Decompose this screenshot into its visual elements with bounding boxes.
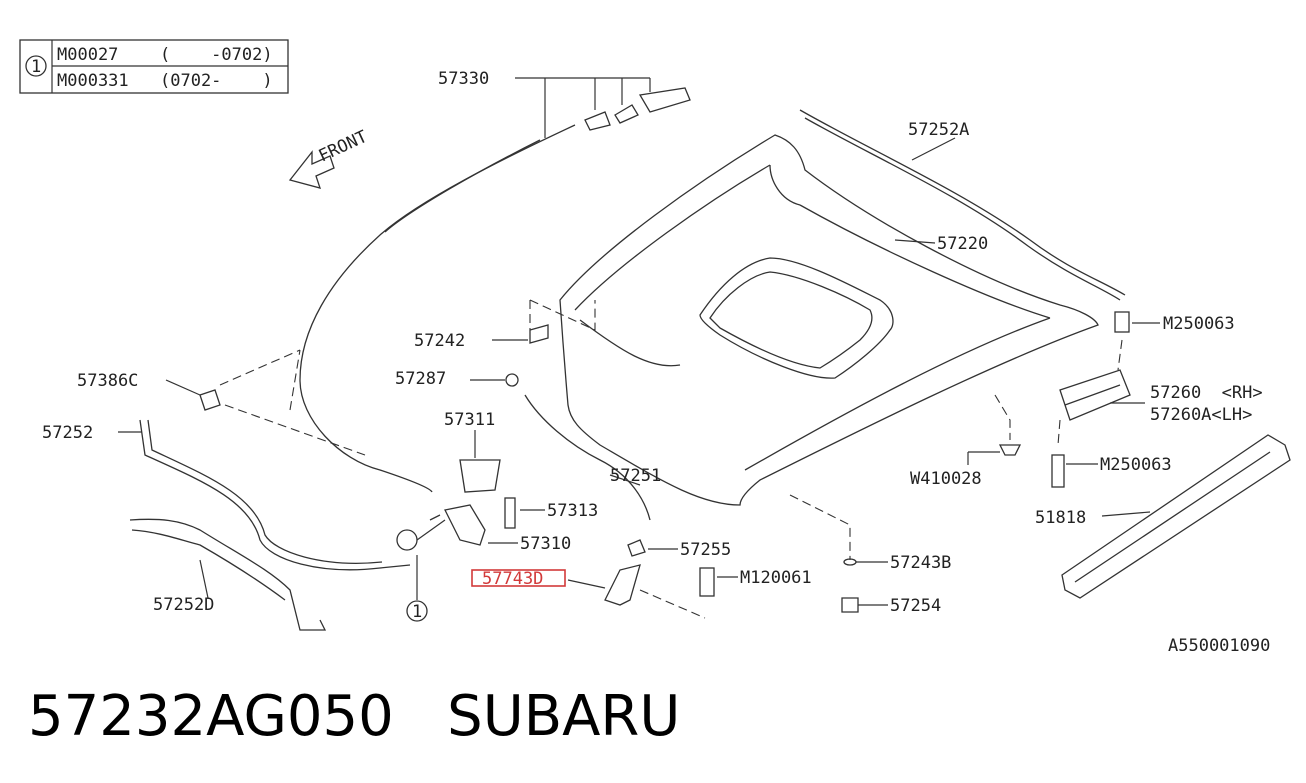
label-57287: 57287 [395, 369, 446, 389]
legend-marker: 1 [31, 57, 41, 77]
part-number: 57232AG050 [28, 684, 394, 749]
hood-panel [559, 134, 1099, 506]
cowl-seal-51818 [1061, 434, 1291, 599]
label-57260: 57260 <RH> [1150, 383, 1263, 403]
release-cable [299, 124, 576, 493]
legend-row-2-range: (0702- ) [160, 71, 273, 91]
label-57252d: 57252D [153, 595, 214, 615]
label-57252a: 57252A [908, 120, 969, 140]
front-label: FRONT [316, 127, 371, 167]
highlight-box-57743d [471, 569, 566, 587]
label-51818: 51818 [1035, 508, 1086, 528]
label-57386c: 57386C [77, 371, 138, 391]
bracket-57743d [604, 564, 641, 606]
support-rod [524, 394, 651, 521]
label-57311: 57311 [444, 410, 495, 430]
footer-title: 57232AG050 SUBARU [28, 684, 680, 749]
legend-row-2-code: M000331 [57, 71, 129, 91]
label-m250063-bottom: M250063 [1100, 455, 1172, 475]
label-w410028: W410028 [910, 469, 982, 489]
label-57220: 57220 [937, 234, 988, 254]
legend-row-1-range: ( -0702) [160, 45, 273, 65]
diagram-code: A550001090 [1168, 636, 1270, 656]
label-57310: 57310 [520, 534, 571, 554]
label-m120061: M120061 [740, 568, 812, 588]
brand-name: SUBARU [447, 684, 681, 749]
seal-strip-57252d [129, 518, 327, 631]
label-57260a: 57260A<LH> [1150, 405, 1252, 425]
legend-row-1-code: M00027 [57, 45, 118, 65]
label-57743d: 57743D [482, 569, 543, 589]
seal-strip-57252a [799, 109, 1126, 301]
label-57330: 57330 [438, 69, 489, 89]
front-arrow: FRONT [288, 127, 371, 189]
label-57251: 57251 [610, 466, 661, 486]
label-57252: 57252 [42, 423, 93, 443]
label-57243b: 57243B [890, 553, 951, 573]
label-m250063-top: M250063 [1163, 314, 1235, 334]
label-57242: 57242 [414, 331, 465, 351]
legend-table: 1 M00027 ( -0702) M000331 (0702- ) [19, 39, 289, 94]
callout-marker: 1 [412, 602, 422, 622]
label-57254: 57254 [890, 596, 941, 616]
label-57255: 57255 [680, 540, 731, 560]
label-57313: 57313 [547, 501, 598, 521]
seal-strip-57252 [139, 419, 411, 571]
